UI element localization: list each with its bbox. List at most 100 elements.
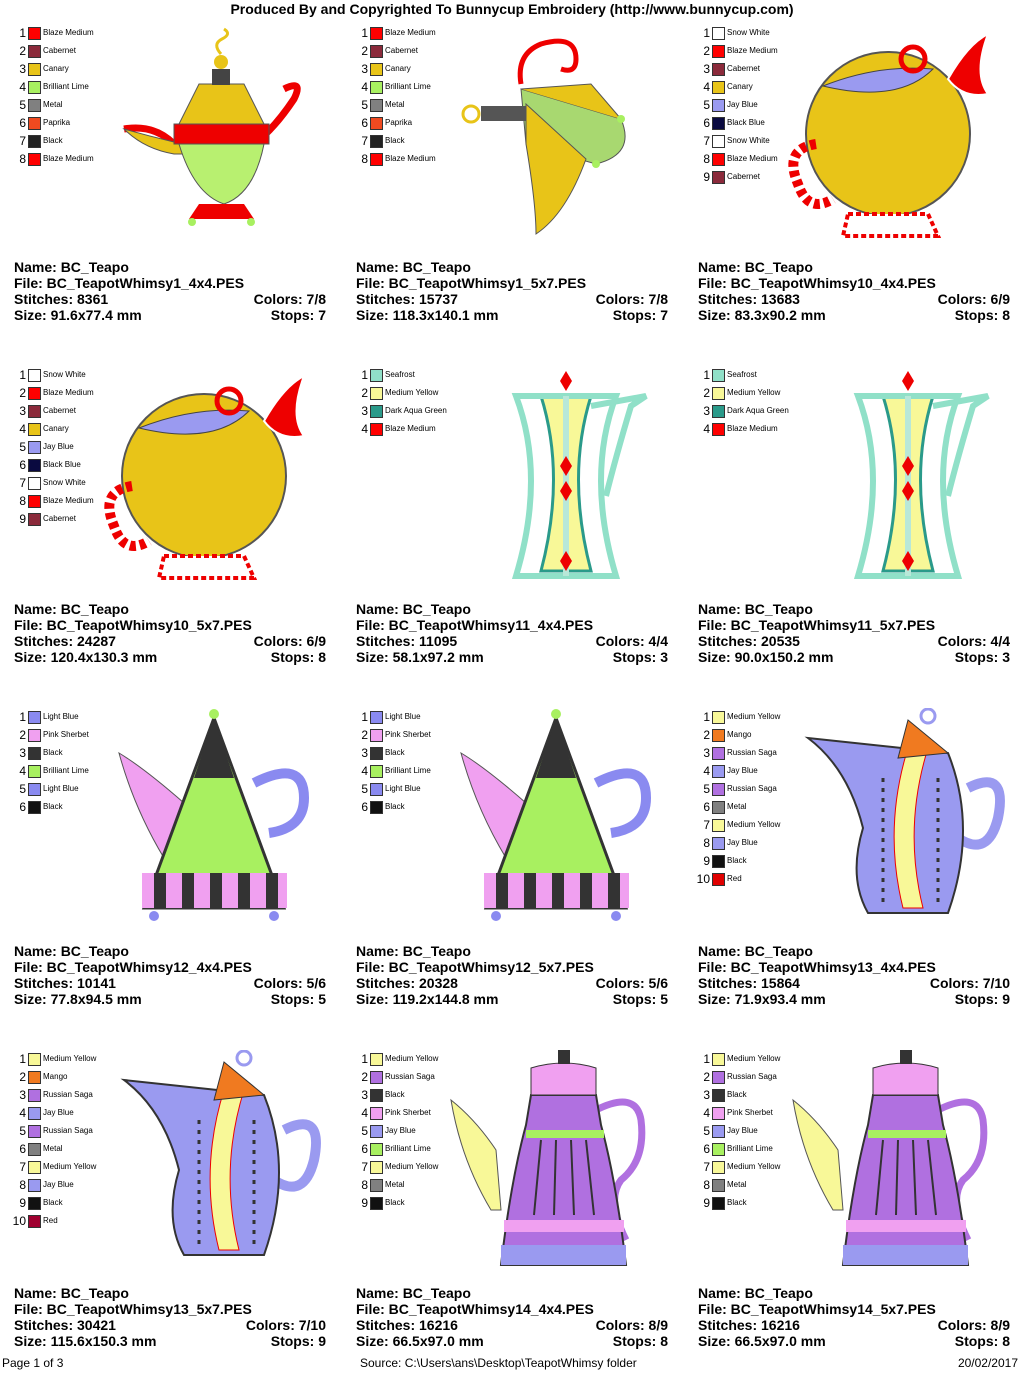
color-name: Russian Saga: [727, 1072, 777, 1081]
color-name: Canary: [43, 424, 69, 433]
design-size: Size: 91.6x77.4 mm: [14, 307, 142, 323]
palette-number: 8: [19, 1178, 26, 1192]
color-swatch: [28, 458, 41, 472]
design-name: Name: BC_Teapo: [14, 1285, 129, 1301]
color-name: Pink Sherbet: [385, 730, 431, 739]
teapot-illustration: [104, 366, 336, 592]
color-swatch: [28, 80, 41, 94]
color-swatch: [28, 440, 41, 454]
color-swatch: [28, 26, 41, 40]
color-name: Cabernet: [727, 172, 760, 181]
color-swatch: [712, 152, 725, 166]
color-swatch: [28, 386, 41, 400]
color-count: Colors: 6/9: [937, 291, 1010, 307]
color-count: Colors: 7/10: [245, 1317, 326, 1333]
palette-number: 7: [19, 134, 26, 148]
stop-count: Stops: 8: [270, 649, 326, 665]
color-swatch: [28, 710, 41, 724]
design-file: File: BC_TeapotWhimsy11_5x7.PES: [698, 617, 936, 633]
design-file: File: BC_TeapotWhimsy1_4x4.PES: [14, 275, 245, 291]
color-swatch: [370, 1070, 383, 1084]
color-name: Black: [385, 136, 405, 145]
color-name: Red: [43, 1216, 58, 1225]
palette-number: 6: [703, 1142, 710, 1156]
color-name: Jay Blue: [727, 100, 758, 109]
color-swatch: [712, 62, 725, 76]
color-name: Snow White: [43, 478, 86, 487]
source-path: Source: C:\Users\ans\Desktop\TeapotWhims…: [360, 1356, 637, 1370]
color-swatch: [28, 98, 41, 112]
design-size: Size: 119.2x144.8 mm: [356, 991, 499, 1007]
design-file: File: BC_TeapotWhimsy10_5x7.PES: [14, 617, 252, 633]
color-name: Black: [385, 748, 405, 757]
color-swatch: [712, 44, 725, 58]
color-swatch: [712, 872, 725, 886]
design-name: Name: BC_Teapo: [356, 943, 471, 959]
color-name: Jay Blue: [43, 1108, 74, 1117]
palette-number: 4: [19, 1106, 26, 1120]
color-swatch: [712, 1106, 725, 1120]
color-name: Canary: [385, 64, 411, 73]
color-swatch: [712, 80, 725, 94]
color-name: Medium Yellow: [727, 712, 781, 721]
color-swatch: [712, 1088, 725, 1102]
color-swatch: [370, 116, 383, 130]
color-name: Blaze Medium: [43, 28, 94, 37]
palette-number: 2: [19, 1070, 26, 1084]
color-name: Medium Yellow: [727, 820, 781, 829]
stop-count: Stops: 8: [954, 1333, 1010, 1349]
palette-number: 2: [361, 1070, 368, 1084]
teapot-illustration: [104, 24, 336, 250]
palette-number: 6: [19, 800, 26, 814]
palette-number: 1: [19, 710, 26, 724]
color-swatch: [370, 386, 383, 400]
color-name: Brilliant Lime: [727, 1144, 773, 1153]
palette-number: 3: [19, 62, 26, 76]
stitch-count: Stitches: 10141: [14, 975, 116, 991]
palette-number: 8: [703, 1178, 710, 1192]
color-name: Cabernet: [43, 406, 76, 415]
palette-number: 8: [19, 494, 26, 508]
palette-number: 1: [19, 1052, 26, 1066]
color-name: Light Blue: [385, 712, 421, 721]
color-swatch: [712, 1160, 725, 1174]
palette-number: 3: [703, 404, 710, 418]
teapot-illustration: [104, 1049, 336, 1276]
color-swatch: [370, 368, 383, 382]
color-name: Seafrost: [727, 370, 757, 379]
color-swatch: [370, 62, 383, 76]
color-name: Brilliant Lime: [43, 82, 89, 91]
design-file: File: BC_TeapotWhimsy10_4x4.PES: [698, 275, 936, 291]
